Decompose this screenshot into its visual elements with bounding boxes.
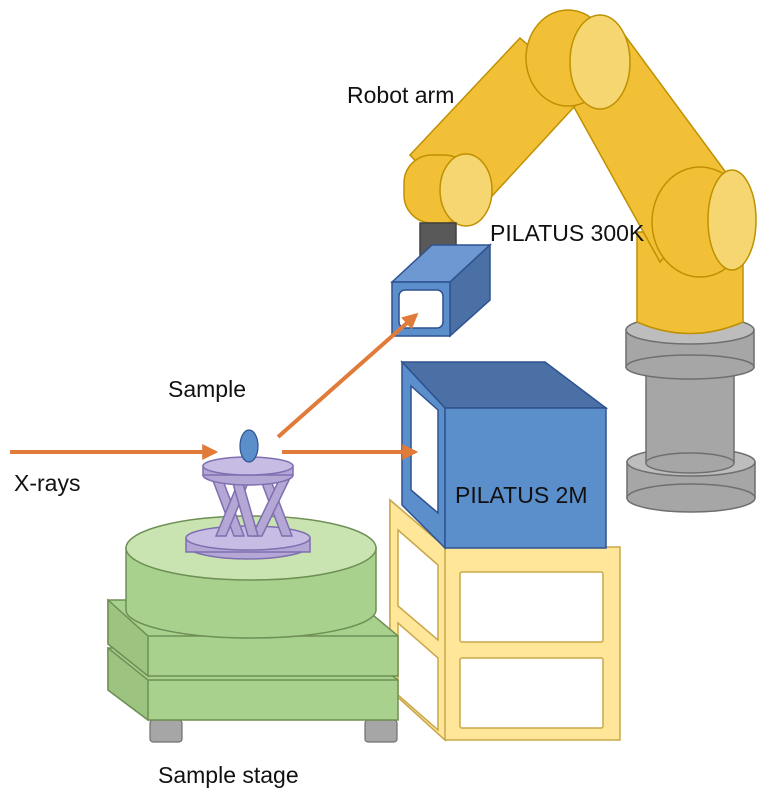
xrays-label: X-rays (14, 470, 81, 496)
pilatus-2m-detector (400, 360, 609, 550)
xray-beams (10, 312, 419, 460)
diffracted-beam-arrow (276, 312, 419, 439)
robot-shoulder-joint (651, 166, 757, 278)
sample-stage (107, 515, 399, 743)
robot-elbow-joint (525, 9, 631, 110)
sample (239, 429, 259, 463)
robot-arm (403, 9, 757, 513)
sample-label: Sample (168, 376, 246, 402)
hexapod (185, 456, 311, 560)
robot-base (625, 315, 756, 513)
sample-stage-label: Sample stage (158, 762, 299, 788)
robot-wrist-joint (403, 153, 493, 227)
pilatus-300k-detector (390, 243, 492, 338)
robot-arm-label: Robot arm (347, 82, 455, 108)
pilatus-300k-label: PILATUS 300K (490, 220, 645, 246)
detector-support-table (389, 498, 621, 742)
pilatus-2m-label: PILATUS 2M (455, 482, 588, 508)
